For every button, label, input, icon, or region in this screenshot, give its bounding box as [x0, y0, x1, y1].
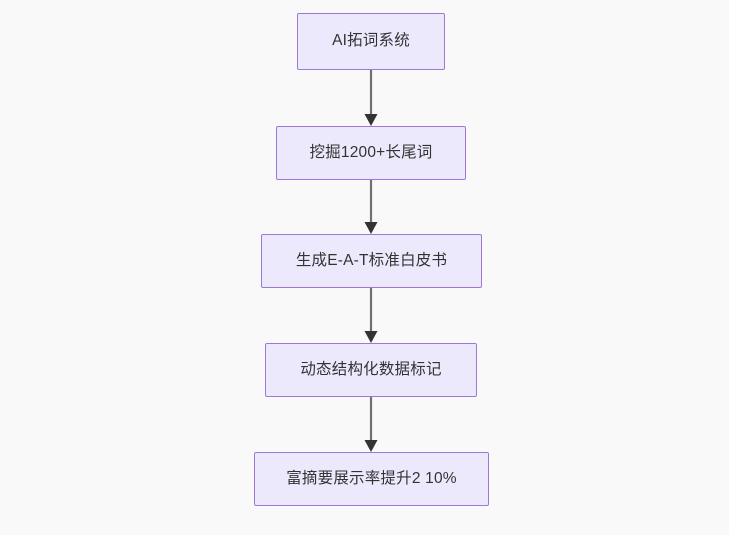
- flow-edge-n2-to-n3: [356, 180, 386, 234]
- flow-node-label: AI拓词系统: [332, 32, 410, 50]
- flow-edge-n1-to-n2: [356, 70, 386, 126]
- flow-node-label: 动态结构化数据标记: [300, 360, 442, 378]
- flow-edge-n3-to-n4: [356, 288, 386, 343]
- flow-node-rich-snippet-impression-uplift[interactable]: 富摘要展示率提升2 10%: [254, 452, 489, 506]
- flow-node-label: 生成E-A-T标准白皮书: [295, 251, 448, 269]
- arrowhead-icon: [364, 440, 378, 452]
- arrowhead-icon: [364, 114, 378, 126]
- flow-node-ai-keyword-system[interactable]: AI拓词系统: [297, 13, 445, 70]
- flow-edge-n4-to-n5: [356, 397, 386, 452]
- flow-node-label: 富摘要展示率提升2 10%: [286, 469, 457, 487]
- arrowhead-icon: [364, 222, 378, 234]
- flow-node-label: 挖掘1200+长尾词: [309, 143, 433, 161]
- flow-node-dynamic-structured-data-markup[interactable]: 动态结构化数据标记: [265, 343, 477, 397]
- arrowhead-icon: [364, 331, 378, 343]
- flow-node-generate-eat-whitepaper[interactable]: 生成E-A-T标准白皮书: [261, 234, 482, 288]
- flow-node-mine-longtail-keywords[interactable]: 挖掘1200+长尾词: [276, 126, 466, 180]
